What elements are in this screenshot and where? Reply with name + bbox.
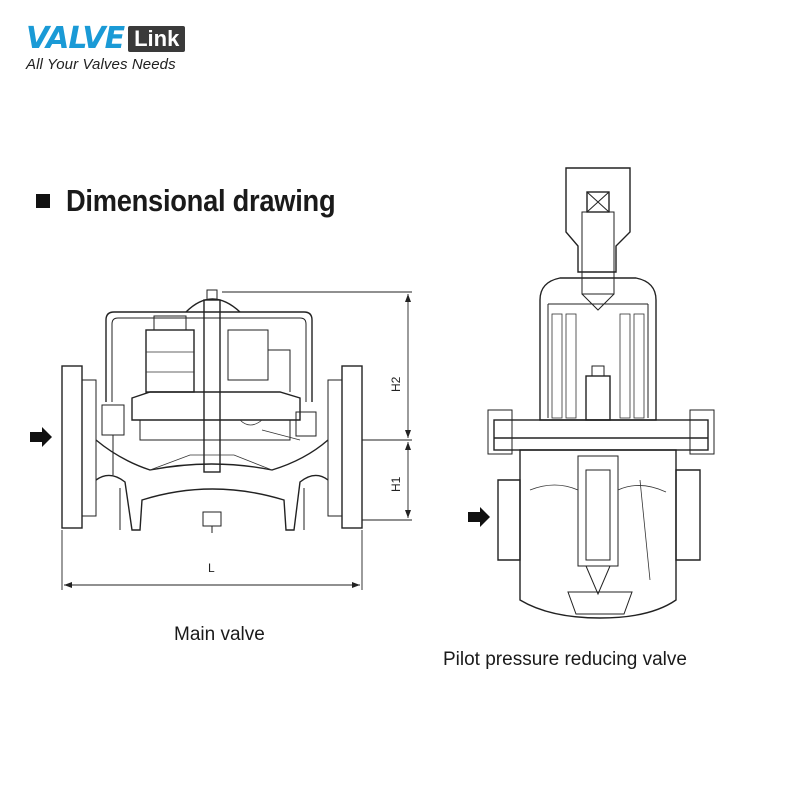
dim-h2-label: H2	[389, 376, 403, 392]
main-valve-right-fitting	[295, 411, 317, 437]
pilot-valve-caption: Pilot pressure reducing valve	[443, 649, 687, 670]
pilot-valve-spring-left-2	[565, 313, 577, 419]
main-valve-seat	[149, 454, 273, 471]
pilot-valve-inlet-port	[497, 479, 521, 561]
main-valve-cover	[131, 391, 301, 421]
main-valve-pilot-block	[145, 329, 195, 393]
main-valve-pilot-tubing	[105, 311, 313, 402]
main-valve-inlet-arrow-icon	[30, 427, 52, 447]
pilot-valve-stem-cap	[591, 365, 605, 377]
main-valve-body-waist	[95, 439, 329, 471]
main-valve-right-regulator-pipe	[268, 349, 291, 392]
main-valve-left-fitting	[101, 404, 125, 436]
pilot-valve-adjusting-cap	[565, 167, 631, 273]
main-valve-stem	[203, 299, 221, 473]
logo-wordmark: VALVE Link	[26, 24, 226, 54]
main-valve-right-flange	[341, 365, 363, 529]
pilot-valve-cartridge-tip	[585, 565, 611, 596]
pilot-valve-flow-passages	[529, 484, 667, 493]
logo-brand-text: VALVE	[26, 21, 125, 56]
main-valve-drain-plug	[202, 511, 222, 527]
pilot-valve-spring-tip	[581, 293, 615, 311]
main-valve-caption: Main valve	[174, 624, 265, 645]
main-valve-left-flange	[61, 365, 83, 529]
pilot-valve-drawing	[468, 167, 715, 619]
pilot-valve-strainer	[639, 479, 651, 581]
logo-link-badge: Link	[128, 26, 186, 52]
pilot-valve-spring-left	[551, 313, 563, 419]
pilot-valve-cartridge	[577, 455, 619, 567]
pilot-valve-center-stem	[585, 375, 611, 421]
main-valve-drawing: L H2 H1	[30, 289, 412, 590]
bullet-square-icon	[36, 194, 50, 208]
main-valve-body-ribs	[119, 488, 305, 530]
pilot-valve-right-bolt	[689, 409, 715, 455]
dim-h1-arrowheads	[405, 442, 411, 518]
section-heading: Dimensional drawing	[36, 183, 372, 219]
dim-l-label: L	[208, 561, 215, 575]
pilot-valve-spring-housing-top	[581, 211, 615, 295]
pilot-valve-screw-cross	[586, 191, 610, 213]
main-valve-right-regulator	[227, 329, 269, 381]
main-valve-pilot-cap	[153, 315, 187, 331]
main-valve-internal-lines	[239, 419, 301, 441]
main-valve-body-lower	[95, 474, 329, 531]
brand-logo: VALVE Link All Your Valves Needs	[26, 24, 226, 76]
logo-tagline: All Your Valves Needs	[26, 56, 176, 73]
main-valve-dome	[185, 298, 241, 313]
main-valve-stem-top	[206, 289, 218, 301]
pilot-valve-spring-right-2	[633, 313, 645, 419]
main-valve-right-hub	[327, 379, 343, 517]
pilot-valve-diaphragm-band	[493, 419, 709, 451]
main-valve-cover-skirt	[139, 420, 291, 441]
dim-h1-label: H1	[389, 476, 403, 492]
main-valve-left-hub	[81, 379, 97, 517]
pilot-valve-left-bolt	[487, 409, 513, 455]
pilot-valve-cartridge-inner	[585, 469, 611, 561]
pilot-valve-outlet-port	[675, 469, 701, 561]
pilot-valve-bonnet-inner	[547, 303, 649, 418]
pilot-valve-body	[519, 449, 677, 619]
pilot-valve-bonnet	[539, 277, 657, 421]
main-valve-pilot-tubing-inner	[111, 317, 307, 402]
section-heading-text: Dimensional drawing	[66, 183, 336, 218]
pilot-valve-spring-right	[619, 313, 631, 419]
pilot-valve-inlet-arrow-icon	[468, 507, 490, 527]
pilot-valve-bottom-plug	[567, 591, 633, 615]
